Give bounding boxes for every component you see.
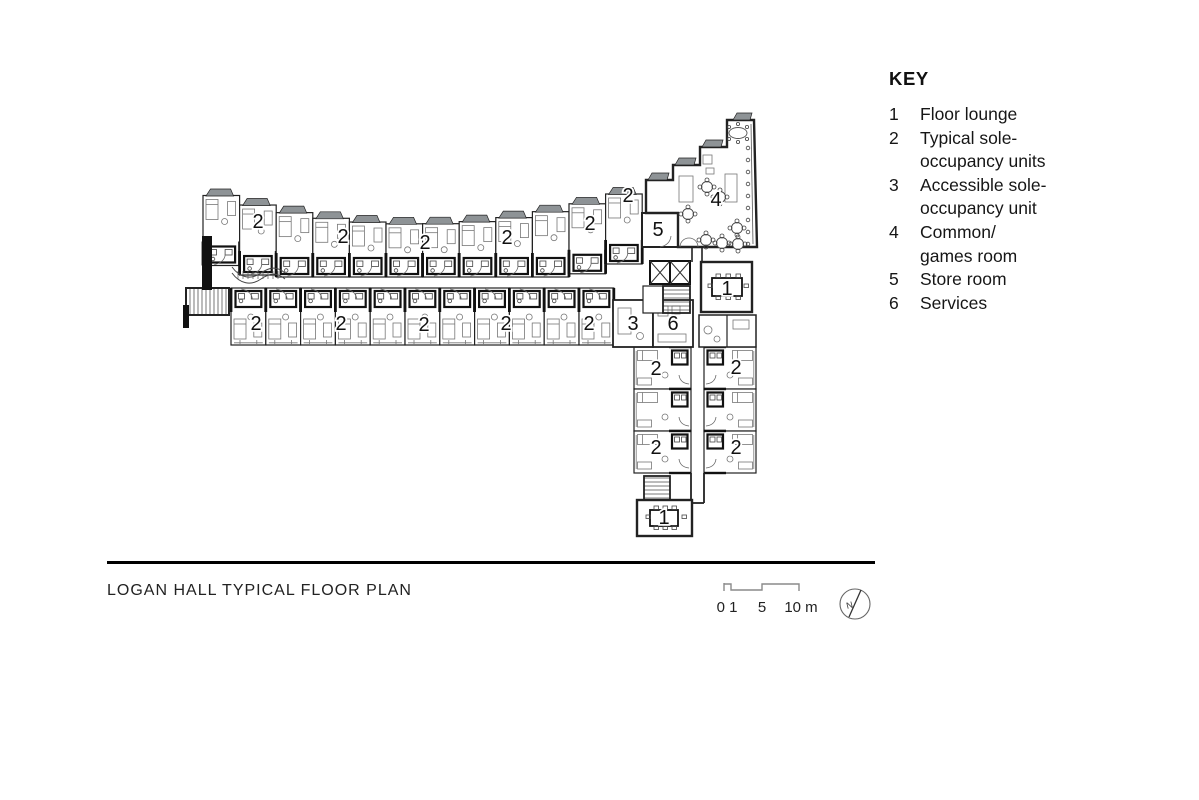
room-label-6: 6 xyxy=(667,313,678,335)
room-label-2: 2 xyxy=(250,313,261,335)
key-item-5: 5 Store room xyxy=(889,268,1189,292)
key-heading: KEY xyxy=(889,68,929,89)
key-item-number: 2 xyxy=(889,127,899,148)
key-item-number: 4 xyxy=(889,221,899,242)
room-label-2: 2 xyxy=(501,227,512,249)
key-item-label: Store room xyxy=(920,269,1007,290)
key-item-number: 5 xyxy=(889,269,899,290)
key-item-1: 1 Floor lounge xyxy=(889,103,1189,127)
north-letter: N xyxy=(845,600,854,611)
room-number-labels: 2 2 2 2 2 2 2 2 2 2 2 3 6 5 4 1 1 2 2 2 2 xyxy=(249,183,744,531)
key-item-label: Accessible sole-occupancy unit xyxy=(920,174,1047,219)
room-label-2: 2 xyxy=(730,357,741,379)
plan-title: LOGAN HALL TYPICAL FLOOR PLAN xyxy=(107,582,412,599)
key-item-number: 1 xyxy=(889,104,899,124)
north-indicator: N xyxy=(839,588,871,620)
room-label-2: 2 xyxy=(419,232,430,254)
room-label-2: 2 xyxy=(650,437,661,459)
scale-bar-labels: 0 1 5 10 m xyxy=(717,599,818,616)
divider-rule xyxy=(107,561,875,564)
room-label-2: 2 xyxy=(730,437,741,459)
room-label-2: 2 xyxy=(622,185,633,207)
key-item-number: 6 xyxy=(889,292,899,313)
room-label-2: 2 xyxy=(418,314,429,336)
key-legend: KEY 1 Floor lounge 2 Typical sole-occupancy… xyxy=(889,68,1189,315)
room-label-5: 5 xyxy=(652,219,663,241)
key-item-label: Services xyxy=(920,292,988,313)
key-item-number: 3 xyxy=(889,174,899,195)
key-item-3: 3 Accessible sole-occupancy unit xyxy=(889,174,1189,221)
room-label-4: 4 xyxy=(710,189,721,211)
room-label-2: 2 xyxy=(500,313,511,335)
north-circle xyxy=(839,588,871,620)
north-needle xyxy=(848,589,862,618)
scale-label-5: 5 xyxy=(758,599,766,616)
room-label-2: 2 xyxy=(252,211,263,233)
room-label-2: 2 xyxy=(335,313,346,335)
key-item-6: 6 Services xyxy=(889,292,1189,316)
core-rooms-linework xyxy=(183,112,759,538)
key-item-label: Common/games room xyxy=(920,221,1018,266)
key-item-2: 2 Typical sole-occupancy units xyxy=(889,127,1189,174)
scale-label-10m: 10 m xyxy=(784,599,817,616)
room-label-2: 2 xyxy=(650,358,661,380)
key-item-4: 4 Common/games room xyxy=(889,221,1189,268)
unit-modules xyxy=(201,187,757,475)
room-label-2: 2 xyxy=(584,213,595,235)
room-label-1: 1 xyxy=(658,507,669,529)
room-label-1: 1 xyxy=(721,278,732,300)
scale-bar xyxy=(723,583,800,591)
room-label-2: 2 xyxy=(337,226,348,248)
key-list: 1 Floor lounge 2 Typical sole-occupancy uni… xyxy=(889,103,1189,315)
room-label-3: 3 xyxy=(627,313,638,335)
room-label-2: 2 xyxy=(583,313,594,335)
scale-label-0-1: 0 1 xyxy=(717,599,738,616)
key-item-label: Typical sole-occupancy units xyxy=(920,127,1046,172)
key-item-label: Floor lounge xyxy=(920,104,1018,124)
scale-bar-line xyxy=(723,583,800,591)
